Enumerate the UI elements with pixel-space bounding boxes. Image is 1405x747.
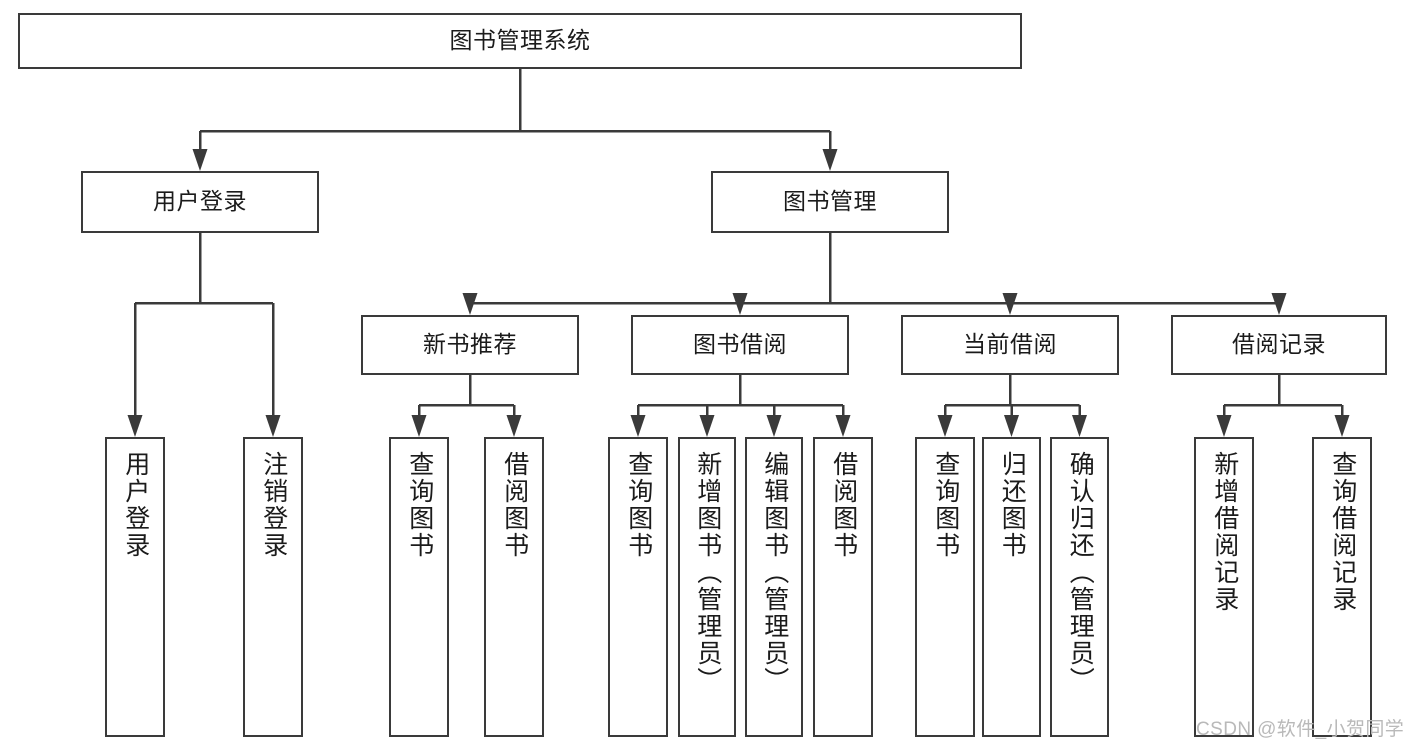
node-label: 当前借阅 [963,331,1057,358]
node-label: 归还图书 [998,451,1027,559]
node-label: 查询图书 [624,451,653,559]
node-current-borrow: 当前借阅 [901,315,1119,375]
node-label: 用户登录 [121,451,150,559]
node-label: 借阅图书 [500,451,529,559]
node-label: 借阅记录 [1232,331,1326,358]
node-leaf-query-book-2: 查询图书 [608,437,668,737]
node-label: 图书管理 [783,188,877,215]
node-leaf-borrow-book-1: 借阅图书 [484,437,544,737]
node-label: 注销登录 [259,451,288,559]
node-leaf-query-book-1: 查询图书 [389,437,449,737]
node-leaf-edit-book: 编辑图书（管理员） [745,437,803,737]
node-label: 图书管理系统 [449,27,591,54]
node-leaf-query-record: 查询借阅记录 [1312,437,1372,737]
node-user-login: 用户登录 [81,171,319,233]
node-label: 确认归还（管理员） [1066,451,1095,694]
node-leaf-return-book: 归还图书 [982,437,1041,737]
node-label: 编辑图书（管理员） [760,451,789,694]
node-borrow-record: 借阅记录 [1171,315,1387,375]
node-label: 查询图书 [931,451,960,559]
node-label: 借阅图书 [829,451,858,559]
node-leaf-user-logout: 注销登录 [243,437,303,737]
node-label: 新增图书（管理员） [693,451,722,694]
node-label: 新增借阅记录 [1210,451,1239,613]
node-root: 图书管理系统 [18,13,1022,69]
node-leaf-add-record: 新增借阅记录 [1194,437,1254,737]
node-new-book-rec: 新书推荐 [361,315,579,375]
node-leaf-add-book: 新增图书（管理员） [678,437,736,737]
node-leaf-query-book-3: 查询图书 [915,437,975,737]
node-leaf-borrow-book-2: 借阅图书 [813,437,873,737]
node-label: 查询借阅记录 [1328,451,1357,613]
watermark: CSDN @软件_小贺同学 [1196,719,1405,740]
node-label: 用户登录 [153,188,247,215]
node-label: 新书推荐 [423,331,517,358]
node-label: 查询图书 [405,451,434,559]
node-label: 图书借阅 [693,331,787,358]
node-book-manage: 图书管理 [711,171,949,233]
node-leaf-confirm-return: 确认归还（管理员） [1050,437,1109,737]
node-book-borrow: 图书借阅 [631,315,849,375]
node-leaf-user-login: 用户登录 [105,437,165,737]
